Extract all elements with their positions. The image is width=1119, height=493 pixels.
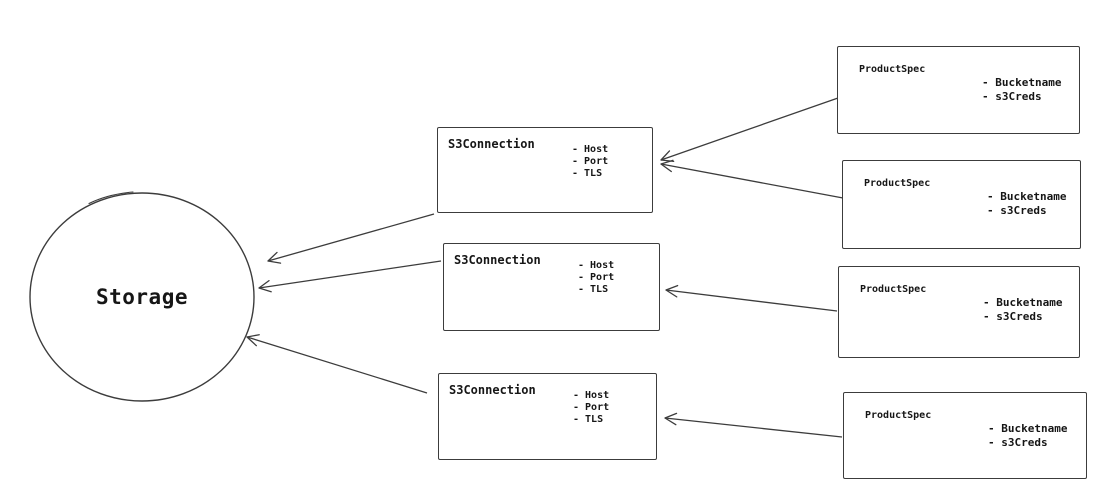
productspec-4-attributes: - Bucketname - s3Creds (988, 422, 1067, 450)
storage-node: Storage (30, 193, 254, 401)
s3connection-1-title: S3Connection (448, 137, 535, 151)
arrow-s3connection1-to-storage (267, 213, 435, 264)
s3connection-box-1: S3Connection - Host - Port - TLS (437, 127, 653, 213)
s3connection-3-title: S3Connection (449, 383, 536, 397)
s3connection-1-attributes: - Host - Port - TLS (572, 144, 608, 180)
attribute-tls: - TLS (573, 414, 604, 425)
attribute-s3creds: - s3Creds (988, 436, 1048, 449)
attribute-s3creds: - s3Creds (983, 310, 1043, 323)
productspec-box-3: ProductSpec - Bucketname - s3Creds (838, 266, 1080, 358)
s3connection-box-3: S3Connection - Host - Port - TLS (438, 373, 657, 460)
s3connection-3-attributes: - Host - Port - TLS (573, 390, 609, 426)
productspec-1-title: ProductSpec (859, 64, 926, 75)
attribute-bucketname: - Bucketname (988, 422, 1068, 435)
productspec-1-attributes: - Bucketname - s3Creds (982, 76, 1061, 104)
arrow-s3connection3-to-storage (246, 334, 428, 394)
s3connection-box-2: S3Connection - Host - Port - TLS (443, 243, 660, 331)
productspec-box-4: ProductSpec - Bucketname - s3Creds (843, 392, 1087, 479)
attribute-s3creds: - s3Creds (987, 204, 1047, 217)
arrow-productspec3-to-s3connection2 (665, 284, 838, 312)
storage-circle (29, 192, 255, 402)
attribute-bucketname: - Bucketname (983, 296, 1063, 309)
productspec-box-2: ProductSpec - Bucketname - s3Creds (842, 160, 1081, 249)
attribute-port: - Port (578, 272, 615, 283)
arrow-productspec1-to-s3connection1 (660, 97, 839, 163)
productspec-2-title: ProductSpec (864, 178, 931, 189)
productspec-3-attributes: - Bucketname - s3Creds (983, 296, 1062, 324)
storage-circle-sketch-overlap (88, 191, 134, 205)
arrow-productspec2-to-s3connection1 (660, 159, 844, 199)
attribute-bucketname: - Bucketname (987, 190, 1067, 203)
attribute-tls: - TLS (578, 284, 609, 295)
attribute-port: - Port (572, 156, 609, 167)
attribute-s3creds: - s3Creds (982, 90, 1042, 103)
productspec-box-1: ProductSpec - Bucketname - s3Creds (837, 46, 1080, 134)
storage-label: Storage (95, 285, 188, 309)
productspec-3-title: ProductSpec (860, 284, 927, 295)
arrow-s3connection2-to-storage (258, 260, 442, 293)
attribute-host: - Host (572, 144, 609, 155)
s3connection-2-attributes: - Host - Port - TLS (578, 260, 614, 296)
arrow-productspec4-to-s3connection3 (664, 412, 843, 438)
attribute-host: - Host (578, 260, 615, 271)
productspec-4-title: ProductSpec (865, 410, 932, 421)
s3connection-2-title: S3Connection (454, 253, 541, 267)
attribute-bucketname: - Bucketname (982, 76, 1062, 89)
productspec-2-attributes: - Bucketname - s3Creds (987, 190, 1066, 218)
attribute-tls: - TLS (572, 168, 603, 179)
attribute-port: - Port (573, 402, 610, 413)
attribute-host: - Host (573, 390, 610, 401)
